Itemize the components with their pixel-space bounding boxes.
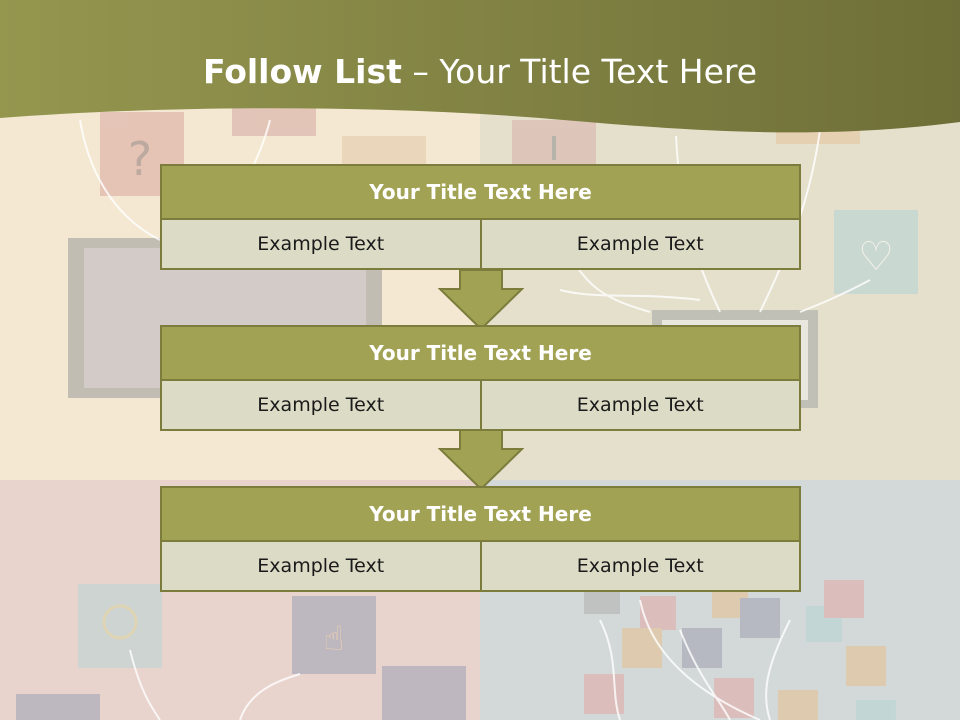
- list-block-2: Your Title Text Here Example Text Exampl…: [160, 325, 801, 431]
- list-block-3: Your Title Text Here Example Text Exampl…: [160, 486, 801, 592]
- down-arrow-icon: [438, 429, 524, 491]
- slide-title: Follow List – Your Title Text Here: [0, 52, 960, 91]
- slide-title-bold: Follow List: [202, 52, 402, 91]
- block-cell-right: Example Text: [479, 381, 801, 431]
- svg-text:☝: ☝: [324, 619, 345, 659]
- down-arrow-icon: [438, 269, 524, 331]
- block-row: Example Text Example Text: [160, 381, 801, 431]
- svg-text:♡: ♡: [858, 234, 894, 280]
- block-cell-left: Example Text: [160, 220, 482, 270]
- block-header: Your Title Text Here: [160, 486, 801, 542]
- svg-text:?: ?: [128, 132, 152, 186]
- block-header: Your Title Text Here: [160, 164, 801, 220]
- block-cell-left: Example Text: [160, 381, 482, 431]
- slide-title-rest: – Your Title Text Here: [401, 52, 758, 91]
- block-cell-left: Example Text: [160, 542, 482, 592]
- block-cell-right: Example Text: [479, 542, 801, 592]
- block-header: Your Title Text Here: [160, 325, 801, 381]
- block-cell-right: Example Text: [479, 220, 801, 270]
- block-row: Example Text Example Text: [160, 542, 801, 592]
- list-block-1: Your Title Text Here Example Text Exampl…: [160, 164, 801, 270]
- block-row: Example Text Example Text: [160, 220, 801, 270]
